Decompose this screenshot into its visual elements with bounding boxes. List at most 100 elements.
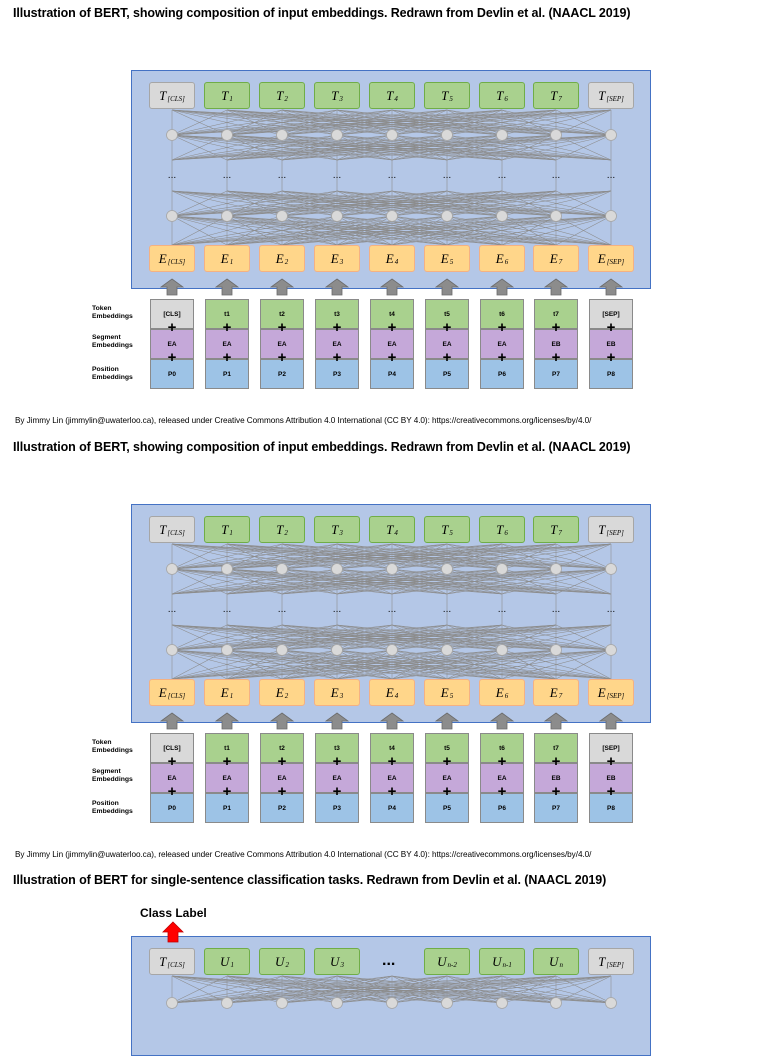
up-arrow-icon <box>490 278 514 296</box>
connection-line <box>446 624 612 651</box>
connection-line <box>391 624 612 651</box>
up-arrow-shape <box>380 278 404 296</box>
connection-line <box>446 975 612 1004</box>
connection-line <box>171 975 228 1004</box>
connection-line <box>171 624 228 651</box>
token-embedding-cell: [CLS] <box>150 299 194 329</box>
connection-line <box>171 568 393 595</box>
neuron-node <box>605 644 617 656</box>
neuron-node <box>441 997 453 1009</box>
layer-ellipsis: ... <box>333 605 342 615</box>
connection-line <box>171 975 448 1004</box>
layer-ellipsis: ... <box>443 171 452 181</box>
connection-line <box>446 134 612 161</box>
neuron-node <box>386 644 398 656</box>
layer-ellipsis: ... <box>278 171 287 181</box>
token-embedding-cell: t5 <box>425 733 469 763</box>
layer-ellipsis: ... <box>388 605 397 615</box>
connection-line <box>171 543 612 570</box>
neuron-node <box>496 129 508 141</box>
connection-line <box>555 975 612 1004</box>
plus-sign: + <box>497 783 507 800</box>
layer-ellipsis: ... <box>278 605 287 615</box>
segment-embedding-cell: EA <box>425 763 469 793</box>
layer-ellipsis: ... <box>607 171 616 181</box>
neuron-node <box>605 563 617 575</box>
connection-line <box>336 109 612 136</box>
connection-line <box>501 134 612 161</box>
plus-sign: + <box>497 319 507 336</box>
plus-sign: + <box>442 783 452 800</box>
connection-line <box>501 649 612 680</box>
plus-sign: + <box>277 753 287 770</box>
neuron-node <box>276 210 288 222</box>
neuron-node <box>496 644 508 656</box>
position-embedding-cell: P8 <box>589 359 633 389</box>
up-arrow-shape <box>380 712 404 730</box>
token-embedding-cell: t4 <box>370 733 414 763</box>
figure-3-caption: Illustration of BERT for single-sentence… <box>13 873 607 887</box>
segment-embedding-cell: EB <box>589 763 633 793</box>
connection-line <box>171 543 338 570</box>
position-embedding-cell: P3 <box>315 793 359 823</box>
plus-sign: + <box>332 319 342 336</box>
neuron-node <box>550 563 562 575</box>
up-arrow-icon <box>490 712 514 730</box>
up-arrow-shape <box>270 278 294 296</box>
token-embedding-cell: t2 <box>260 733 304 763</box>
transformer-connections <box>162 921 617 1009</box>
layer-ellipsis: ... <box>552 171 561 181</box>
connection-line <box>171 649 283 680</box>
neuron-node <box>331 129 343 141</box>
classification-output-0: T[CLS] <box>149 948 195 975</box>
segment-embedding-cell: EB <box>589 329 633 359</box>
connection-line <box>171 543 557 570</box>
connection-line <box>171 190 283 217</box>
connection-line <box>171 649 228 680</box>
connection-line <box>171 215 557 246</box>
connection-line <box>446 649 612 680</box>
neuron-node <box>166 997 178 1009</box>
plus-sign: + <box>551 319 561 336</box>
connection-line <box>555 624 612 651</box>
connection-line <box>171 134 612 161</box>
plus-sign: + <box>551 783 561 800</box>
connection-line <box>171 190 393 217</box>
connection-line <box>226 975 612 1004</box>
connection-line <box>171 109 557 136</box>
connection-line <box>501 568 612 595</box>
connection-line <box>226 134 612 161</box>
connection-line <box>171 109 448 136</box>
connection-line <box>171 624 448 651</box>
connection-line <box>171 975 557 1004</box>
segment-embedding-cell: EA <box>370 763 414 793</box>
connection-line <box>171 568 283 595</box>
plus-sign: + <box>167 319 177 336</box>
output-ellipsis: ... <box>382 952 396 969</box>
neuron-node <box>331 210 343 222</box>
up-arrow-icon <box>270 712 294 730</box>
connection-line <box>501 975 612 1004</box>
layer-ellipsis: ... <box>388 171 397 181</box>
plus-sign: + <box>442 349 452 366</box>
token-embedding-cell: t2 <box>260 299 304 329</box>
up-arrow-icon <box>435 712 459 730</box>
layer-ellipsis: ... <box>498 171 507 181</box>
segment-embedding-cell: EB <box>534 763 578 793</box>
up-arrow-shape <box>160 278 184 296</box>
up-arrow-shape <box>490 278 514 296</box>
plus-sign: + <box>387 783 397 800</box>
neuron-node <box>276 563 288 575</box>
position-embedding-cell: P1 <box>205 359 249 389</box>
plus-sign: + <box>442 319 452 336</box>
